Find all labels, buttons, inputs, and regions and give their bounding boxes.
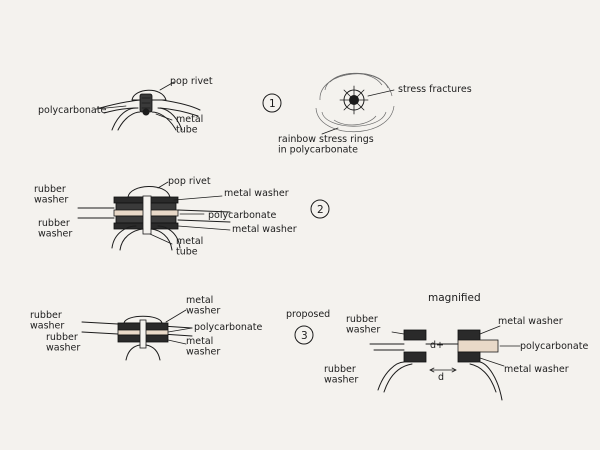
diagram-3-proposed xyxy=(81,309,193,361)
label-d3-proposed: proposed xyxy=(286,309,330,320)
label-d2-metal-washer-top: metal washer xyxy=(224,188,289,199)
label-mag-metal-washer-bottom: metal washer xyxy=(504,364,569,375)
label-mag-d: d xyxy=(438,372,444,383)
diagram-magnified xyxy=(369,325,521,401)
diagram-2-rivet-washers xyxy=(77,181,231,251)
step-number-2: 2 xyxy=(310,199,330,219)
label-mag-metal-washer-top: metal washer xyxy=(498,316,563,327)
label-mag-title: magnified xyxy=(428,292,481,304)
label-d1-pop-rivet: pop rivet xyxy=(170,76,213,87)
label-d2-pop-rivet: pop rivet xyxy=(168,176,211,187)
step-number-1-text: 1 xyxy=(269,98,276,110)
step-number-2-text: 2 xyxy=(317,204,324,216)
label-mag-d-plus: d+ xyxy=(430,340,444,351)
label-d1-polycarbonate: polycarbonate xyxy=(38,105,106,116)
step-number-3-text: 3 xyxy=(301,330,308,342)
label-d2-polycarbonate: polycarbonate xyxy=(208,210,276,221)
diagram-1-pop-rivet xyxy=(95,81,201,131)
step-number-1: 1 xyxy=(262,93,282,113)
diagram-1b-stress-rings xyxy=(315,72,395,135)
label-mag-polycarbonate: polycarbonate xyxy=(520,341,588,352)
label-d3-polycarbonate: polycarbonate xyxy=(194,322,262,333)
step-number-3: 3 xyxy=(294,325,314,345)
label-d2-metal-washer-bottom: metal washer xyxy=(232,224,297,235)
label-d1b-stress-fractures: stress fractures xyxy=(398,84,472,95)
